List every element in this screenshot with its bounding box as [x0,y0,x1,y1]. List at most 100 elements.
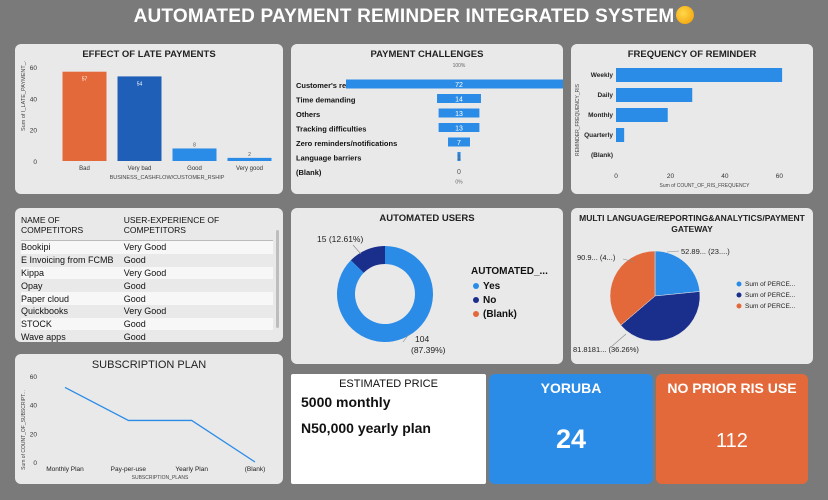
competitor-ux-cell: Very Good [123,267,167,278]
bar [616,128,625,142]
donut-slice [337,246,433,342]
bar [616,88,693,102]
y-tick-label: 0 [33,460,37,467]
funnel-bar [346,79,563,89]
legend-marker [736,292,742,298]
y-tick-label: 20 [30,128,38,135]
bar [117,76,162,161]
x-tick-label: Very bad [128,166,152,172]
no-prior-ris-title: NO PRIOR RIS USE [667,380,797,396]
donut-leader-line [352,244,362,255]
series-line [64,386,256,463]
multi-language-title-1: MULTI LANGUAGE/REPORTING&ANALYTICS/PAYME… [579,213,805,223]
x-tick-label: Very good [236,166,263,172]
payment-challenges-card[interactable]: PAYMENT CHALLENGES 100% Customer's reluct… [291,44,563,194]
x-tick-label: Pay-per-use [111,466,147,473]
pie-label-b: 90.9... (4...) [577,253,616,262]
bar-data-label: 8 [193,142,196,148]
table-row[interactable]: STOCK Good [21,317,273,331]
y-tick-label: 0 [33,159,37,166]
yoruba-title: YORUBA [540,380,602,396]
competitors-table: NAME OF COMPETITORS USER-EXPERIENCE OF C… [21,212,273,342]
pie-leader-line [610,333,627,348]
pie-label-c: 81.8181... (36.26%) [573,345,639,354]
no-prior-ris-value: 112 [716,430,748,452]
category-label: Language barriers [296,154,361,163]
yoruba-card[interactable]: YORUBA 24 [489,374,653,484]
sun-icon [676,6,695,24]
competitor-name-cell: E Invoicing from FCMB [21,255,114,266]
x-tick-label: Bad [79,166,90,172]
competitor-name-cell: Opay [21,280,43,291]
funnel-top-label: 100% [453,63,466,69]
automated-users-chart: 15 (12.61%) 104 (87.39%) AUTOMATED_... Y… [317,234,548,355]
category-label: (Blank) [591,152,613,159]
funnel-bar [457,152,461,161]
competitor-name-cell: Kippa [21,267,45,278]
bar-data-label: 57 [82,77,88,83]
multi-language-chart: 52.89... (23....) 90.9... (4...) 81.8181… [573,247,795,354]
price-monthly: 5000 monthly [301,394,391,410]
dashboard-title: AUTOMATED PAYMENT REMINDER INTEGRATED SY… [0,6,828,28]
category-label: Time demanding [296,96,356,105]
donut-label-no: 15 (12.61%) [317,234,363,244]
automated-users-card[interactable]: AUTOMATED USERS 15 (12.61%) 104 (87.39%)… [291,208,563,364]
competitor-name-cell: STOCK [21,319,52,330]
x-tick-label: Good [187,166,202,172]
frequency-card[interactable]: FREQUENCY OF REMINDER REMINDER_FREQUENCY… [571,44,813,194]
bar-data-label: 1 [457,155,461,162]
multi-language-title-2: GATEWAY [671,224,713,234]
category-label: Customer's reluctance [296,81,377,90]
table-scrollbar[interactable] [276,230,279,328]
pie-leader-line [666,250,680,253]
bar-data-label: 13 [455,126,463,133]
legend-marker [473,283,479,289]
frequency-chart: REMINDER_FREQUENCY_RISWeeklyDailyMonthly… [575,68,784,189]
category-label: Zero reminders/notifications [296,139,397,148]
bar-data-label: 7 [457,140,461,147]
bar-data-label: 14 [455,97,463,104]
x-tick-label: Monthly Plan [46,466,84,473]
competitor-name-header[interactable]: NAME OF COMPETITORS [21,215,84,235]
no-prior-ris-card[interactable]: NO PRIOR RIS USE 112 [656,374,808,484]
funnel-bar [448,137,470,147]
payment-challenges-title: PAYMENT CHALLENGES [370,49,484,60]
funnel-bar [438,108,480,118]
competitor-name-cell: Quickbooks [21,306,69,317]
y-tick-label: 40 [30,403,38,410]
table-row[interactable]: Kippa Very Good [21,266,273,280]
legend-marker [736,281,742,287]
competitor-ux-cell: Good [123,293,146,304]
competitors-card[interactable]: NAME OF COMPETITORS USER-EXPERIENCE OF C… [15,208,283,342]
legend-marker [473,297,479,303]
pie-slice [609,250,656,326]
bar [172,148,217,161]
donut-leader-line [402,333,410,343]
automated-users-title: AUTOMATED USERS [379,213,475,224]
category-label: Others [296,110,320,119]
competitor-ux-cell: Good [123,255,146,266]
competitor-ux-header[interactable]: USER-EXPERIENCE OF COMPETITORS [123,215,220,235]
category-label: Quarterly [584,132,613,139]
x-tick-label: 60 [776,173,784,180]
competitor-ux-cell: Good [123,319,146,330]
x-tick-label: 40 [721,173,729,180]
bar [62,71,107,161]
bar-data-label: 2 [248,152,251,158]
estimated-price-card[interactable]: ESTIMATED PRICE 5000 monthly N50,000 yea… [291,374,486,484]
pie-slice [620,291,701,342]
competitor-ux-cell: Very Good [123,242,167,253]
bar-data-label: 54 [137,81,143,87]
x-axis-title: Sum of COUNT_OF_RIS_FREQUENCY [659,183,750,189]
donut-slice [350,246,385,273]
table-row[interactable]: E Invoicing from FCMB Good [21,253,273,267]
multi-language-card[interactable]: MULTI LANGUAGE/REPORTING&ANALYTICS/PAYME… [571,208,813,364]
legend-label: Sum of PERCE... [745,281,795,288]
